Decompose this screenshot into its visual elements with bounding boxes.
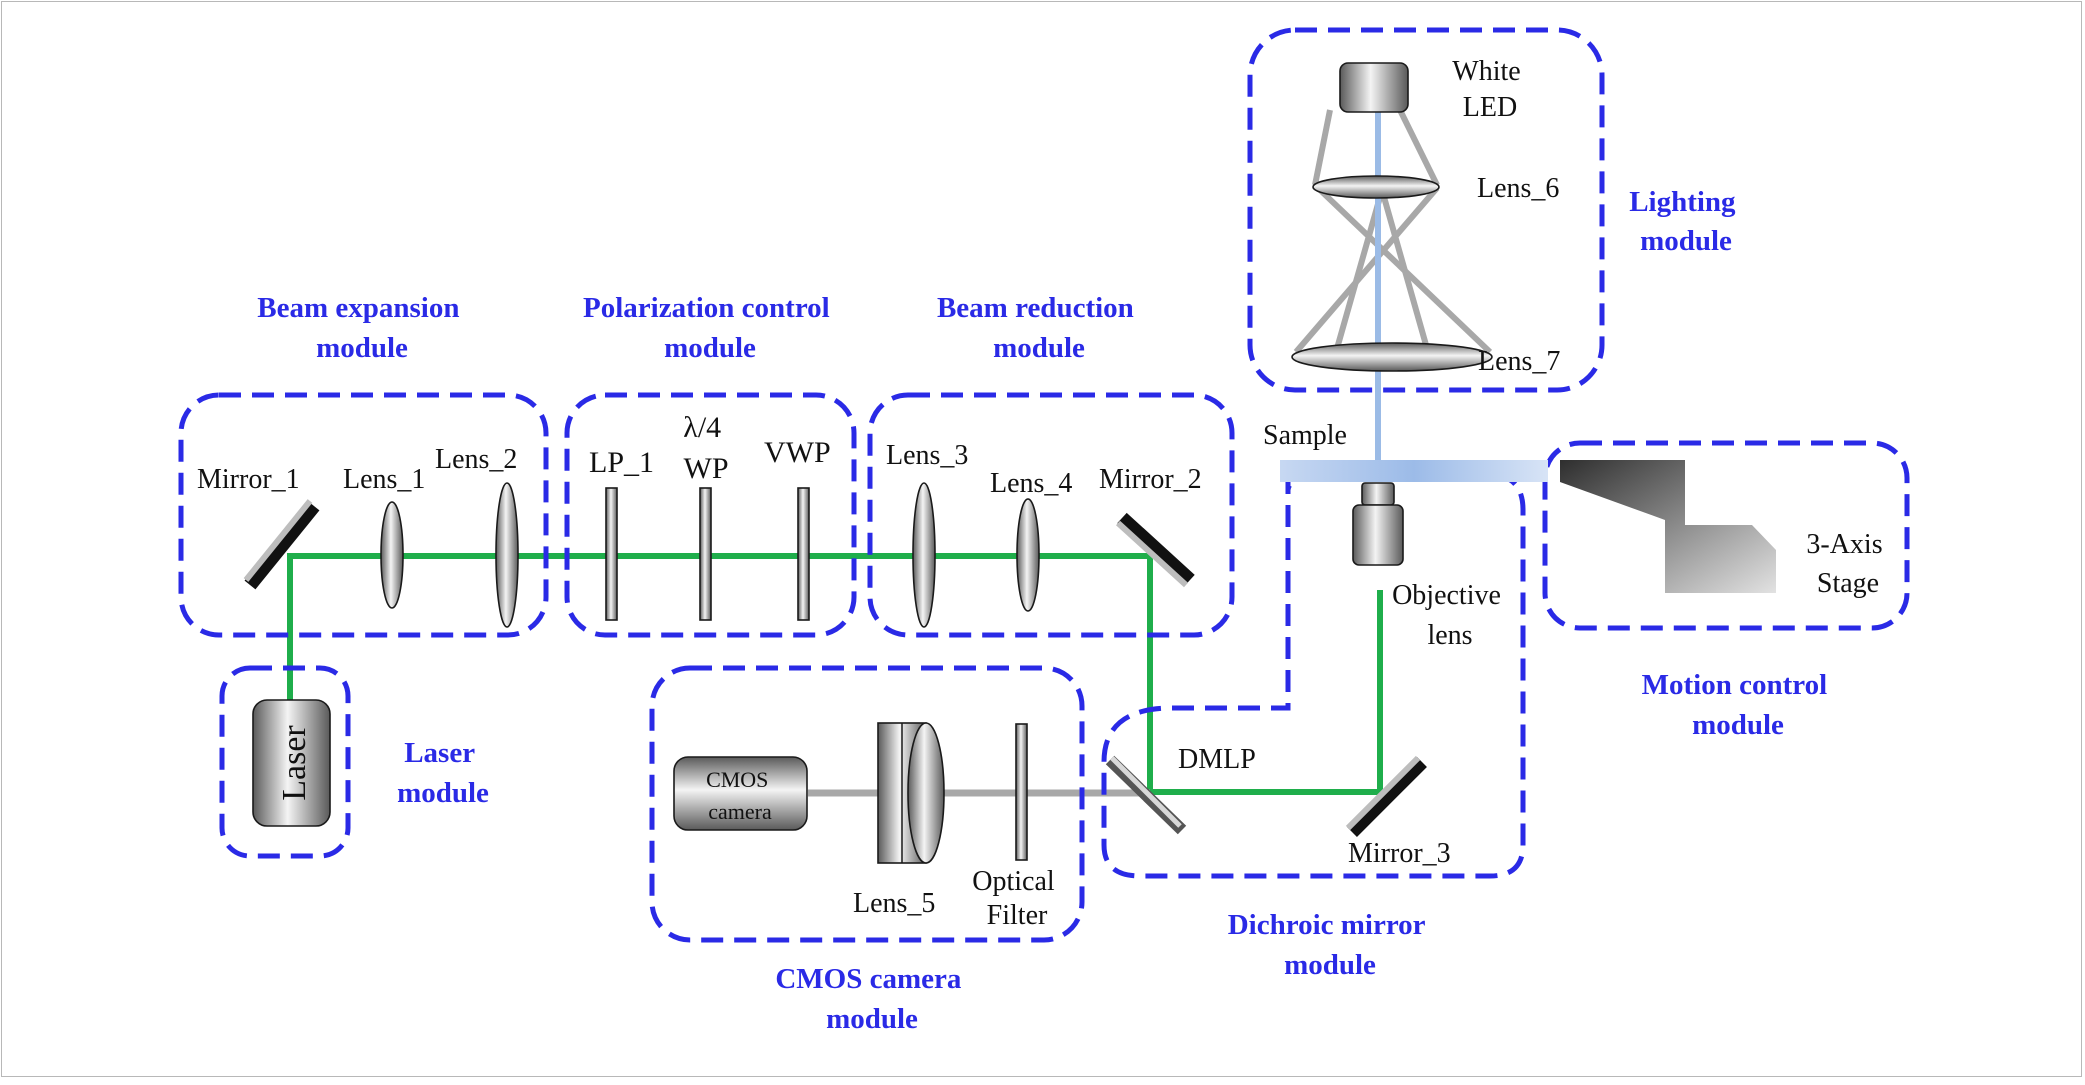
lens-2 — [495, 482, 519, 628]
lens-1-label: Lens_1 — [343, 464, 425, 495]
lens-3 — [912, 482, 936, 628]
lens-4-label: Lens_4 — [990, 468, 1072, 499]
cmos-camera — [673, 756, 808, 831]
cmos-camera-module-box — [649, 665, 1085, 943]
lens-2-label: Lens_2 — [435, 444, 517, 475]
laser-module-box — [219, 665, 351, 859]
quarter-waveplate-label: λ/4 WP — [683, 411, 728, 485]
laser-beam-path — [287, 553, 1383, 795]
lens-7-label: Lens_7 — [1478, 346, 1560, 377]
objective-label: Objective lens — [1392, 580, 1508, 651]
objective-lens — [1352, 482, 1404, 566]
lighting-module-label: Lighting module — [1629, 186, 1743, 257]
dmlp-label: DMLP — [1178, 744, 1256, 775]
laser-source — [252, 699, 331, 827]
lens-1 — [380, 501, 404, 609]
mirror-3-label: Mirror_3 — [1348, 838, 1451, 869]
beam-expansion-module-label: Beam expansion module — [257, 292, 466, 364]
three-axis-stage — [1560, 460, 1776, 593]
polarization-control-module-box — [564, 392, 857, 638]
sample-slide — [1280, 460, 1548, 482]
sample-label: Sample — [1263, 420, 1347, 451]
mirror-3 — [1345, 755, 1427, 837]
lp-1-label: LP_1 — [589, 446, 654, 479]
optical-filter — [1015, 723, 1028, 861]
polarization-control-module-label: Polarization control module — [583, 292, 837, 364]
cmos-camera-module-label: CMOS camera module — [775, 963, 968, 1035]
beam-reduction-module-box — [867, 392, 1235, 638]
mirror-1 — [243, 499, 320, 590]
optical-filter-label: Optical Filter — [972, 866, 1061, 931]
beam-expansion-module-box — [178, 392, 549, 638]
mirror-2 — [1115, 512, 1195, 588]
mirror-2-label: Mirror_2 — [1099, 464, 1202, 495]
lp-1-polarizer — [605, 487, 618, 621]
dmlp-mirror — [1105, 755, 1187, 835]
quarter-waveplate — [699, 487, 712, 621]
dichroic-mirror-module-box — [1101, 472, 1526, 879]
motion-control-module-box — [1542, 440, 1910, 631]
laser-module-label: Laser module — [397, 737, 489, 809]
white-led-label: White LED — [1452, 56, 1527, 123]
lens-5-label: Lens_5 — [853, 888, 935, 919]
dichroic-mirror-module-label: Dichroic mirror module — [1228, 909, 1433, 981]
lens-7 — [1291, 342, 1493, 372]
mirror-1-label: Mirror_1 — [197, 464, 300, 495]
lens-5 — [877, 722, 945, 864]
lens-6-label: Lens_6 — [1477, 173, 1559, 204]
motion-control-module-label: Motion control module — [1642, 669, 1835, 741]
vwp-waveplate — [797, 487, 810, 621]
beam-reduction-module-label: Beam reduction module — [937, 292, 1141, 364]
lens-3-label: Lens_3 — [886, 440, 968, 471]
lens-4 — [1016, 498, 1040, 612]
led-illumination-cone — [1293, 108, 1493, 355]
lens-6 — [1312, 175, 1440, 199]
cmos-camera-label: CMOS camera — [706, 767, 774, 824]
lighting-module-box — [1247, 27, 1605, 393]
white-led — [1339, 62, 1409, 113]
laser-label: Laser — [276, 725, 313, 801]
stage-label: 3-Axis Stage — [1806, 529, 1889, 599]
vwp-label: VWP — [764, 436, 831, 469]
